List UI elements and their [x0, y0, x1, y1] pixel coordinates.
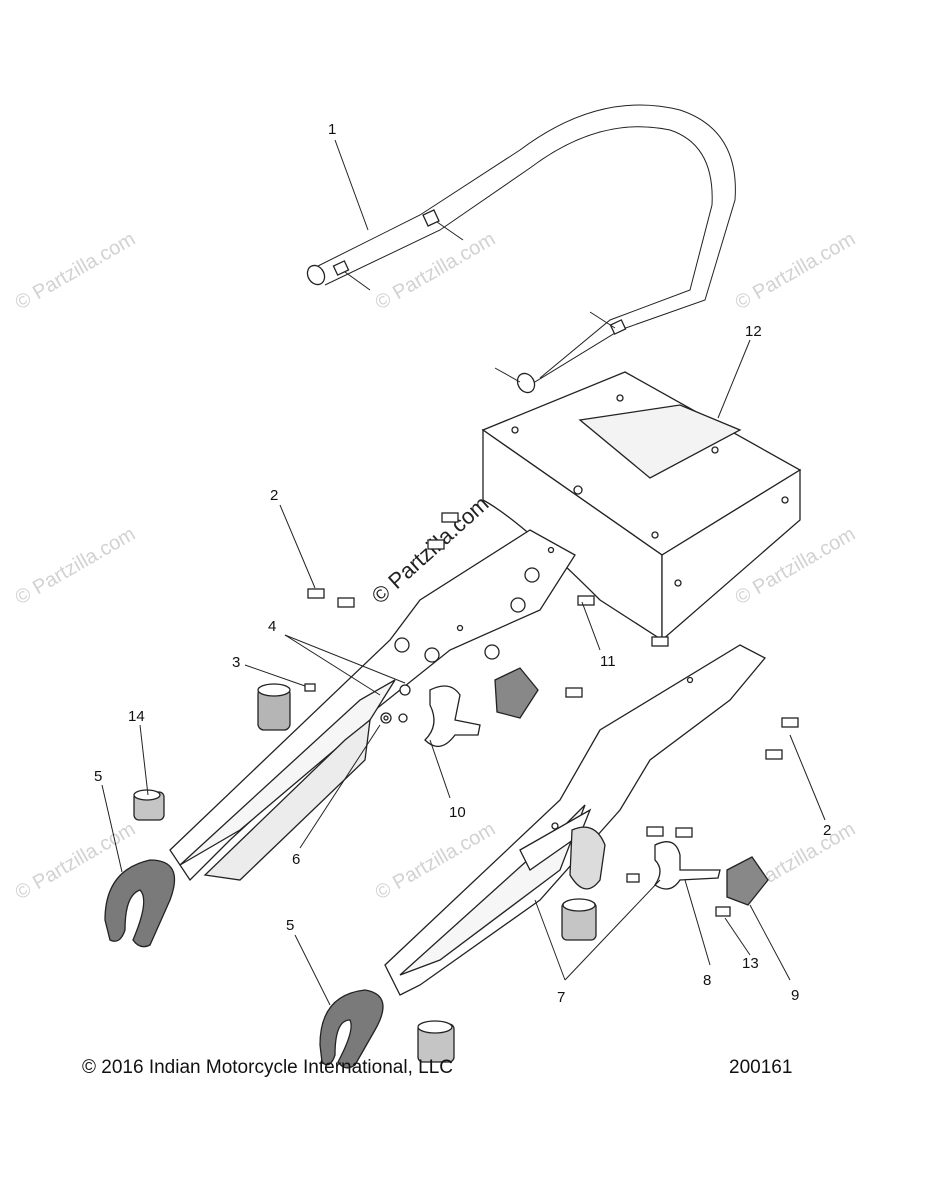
cover-left [104, 859, 176, 948]
left-mounting-bracket [169, 529, 576, 882]
callout-11: 11 [600, 653, 616, 670]
callout-12: 12 [745, 323, 762, 340]
callout-2: 2 [270, 487, 278, 504]
hinge-plates [424, 667, 769, 906]
callout-3: 3 [232, 654, 240, 671]
watermark: © Partzilla.com [12, 523, 140, 609]
callout-10: 10 [449, 804, 466, 821]
callout-5: 5 [286, 917, 294, 934]
fasteners [304, 512, 799, 917]
callout-14: 14 [128, 708, 145, 725]
callout-1: 1 [328, 121, 336, 138]
callout-8: 8 [703, 972, 711, 989]
callout-labels: 1 12 2 4 3 11 14 5 6 10 2 7 8 13 9 5 [94, 121, 831, 1006]
cover-right [319, 989, 384, 1069]
callout-13: 13 [742, 955, 759, 972]
watermark: © Partzilla.com [372, 228, 500, 314]
callout-7: 7 [557, 989, 565, 1006]
callout-2: 2 [823, 822, 831, 839]
callout-4: 4 [268, 618, 276, 635]
callout-9: 9 [791, 987, 799, 1004]
rear-box [481, 371, 802, 642]
bushings [133, 683, 597, 1063]
callout-5: 5 [94, 768, 102, 785]
grab-rail-tube [306, 104, 736, 394]
callout-6: 6 [292, 851, 300, 868]
watermark: © Partzilla.com [12, 228, 140, 314]
watermark: © Partzilla.com [732, 228, 860, 314]
diagram-id: 200161 [729, 1057, 793, 1078]
copyright-text: © 2016 Indian Motorcycle International, … [82, 1057, 453, 1078]
right-mounting-bracket [384, 644, 767, 996]
leader-lines [101, 139, 826, 1006]
